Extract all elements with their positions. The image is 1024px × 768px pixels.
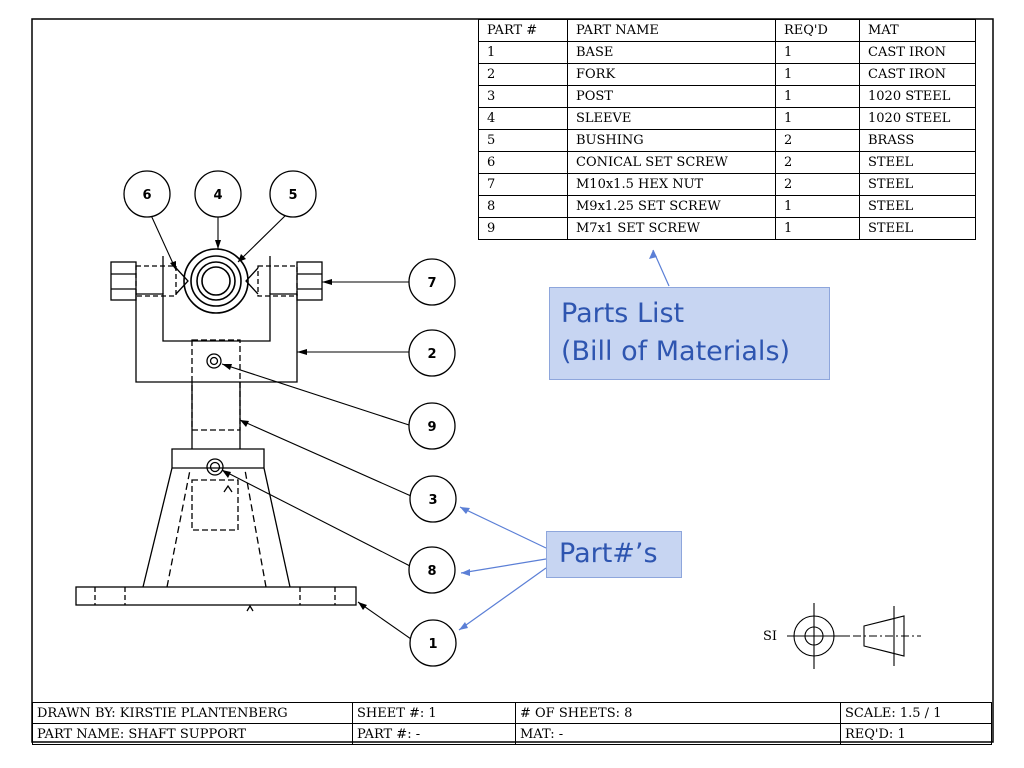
sheet-number: SHEET #: 1 (352, 702, 516, 724)
svg-text:2: 2 (427, 347, 436, 362)
header-part-num: PART # (478, 19, 568, 42)
svg-text:6: 6 (142, 188, 151, 203)
balloon-6: 6 (123, 170, 171, 218)
cell-mat: STEEL (859, 195, 976, 218)
cell-part-num: 9 (478, 217, 568, 240)
cell-reqd: 2 (775, 173, 860, 196)
title-block-row: PART NAME: SHAFT SUPPORT PART #: - MAT: … (32, 723, 992, 745)
cell-part-num: 1 (478, 41, 568, 64)
cell-part-name: M9x1.25 SET SCREW (567, 195, 776, 218)
svg-text:8: 8 (427, 564, 436, 579)
svg-text:3: 3 (428, 493, 437, 508)
cell-part-num: 7 (478, 173, 568, 196)
cell-mat: STEEL (859, 217, 976, 240)
balloon-2: 2 (408, 329, 456, 377)
part-number: PART #: - (352, 723, 516, 745)
svg-text:SI: SI (763, 629, 777, 644)
cell-reqd: 1 (775, 195, 860, 218)
part-numbers-callout-text: Part#’s (559, 538, 658, 569)
cell-mat: STEEL (859, 151, 976, 174)
svg-text:4: 4 (213, 188, 222, 203)
title-block: DRAWN BY: KIRSTIE PLANTENBERG SHEET #: 1… (32, 702, 992, 745)
table-header-row: PART # PART NAME REQ'D MAT (478, 19, 976, 42)
part-numbers-callout: Part#’s (546, 531, 682, 578)
cell-part-name: M10x1.5 HEX NUT (567, 173, 776, 196)
parts-list-callout-line2: (Bill of Materials) (561, 336, 791, 367)
header-reqd: REQ'D (775, 19, 860, 42)
cell-reqd: 1 (775, 107, 860, 130)
cell-part-num: 6 (478, 151, 568, 174)
hex-nuts (110, 261, 323, 301)
scale: SCALE: 1.5 / 1 (840, 702, 992, 724)
parts-list-callout-line1: Parts List (561, 298, 685, 329)
cell-reqd: 1 (775, 41, 860, 64)
drawn-by: DRAWN BY: KIRSTIE PLANTENBERG (32, 702, 353, 724)
cell-part-num: 4 (478, 107, 568, 130)
cell-part-name: SLEEVE (567, 107, 776, 130)
cell-part-name: M7x1 SET SCREW (567, 217, 776, 240)
header-part-name: PART NAME (567, 19, 776, 42)
base-pedestal (142, 448, 291, 588)
cell-part-num: 2 (478, 63, 568, 86)
title-block-row: DRAWN BY: KIRSTIE PLANTENBERG SHEET #: 1… (32, 702, 992, 724)
cell-part-num: 3 (478, 85, 568, 108)
cell-part-name: FORK (567, 63, 776, 86)
cell-mat: CAST IRON (859, 63, 976, 86)
required-quantity: REQ'D: 1 (840, 723, 992, 745)
balloon-9: 9 (408, 402, 456, 450)
cell-mat: STEEL (859, 173, 976, 196)
svg-text:5: 5 (288, 188, 297, 203)
parts-list-callout: Parts List (Bill of Materials) (549, 287, 830, 380)
cell-reqd: 1 (775, 217, 860, 240)
fork (135, 256, 298, 383)
cell-part-num: 8 (478, 195, 568, 218)
cell-part-name: BUSHING (567, 129, 776, 152)
cell-part-name: POST (567, 85, 776, 108)
cell-mat: 1020 STEEL (859, 85, 976, 108)
sleeve-bushing (183, 248, 249, 314)
cell-reqd: 2 (775, 129, 860, 152)
leader-arrowheads (170, 240, 367, 610)
svg-text:1: 1 (428, 637, 437, 652)
svg-text:7: 7 (427, 276, 436, 291)
balloon-4: 4 (194, 170, 242, 218)
cell-reqd: 1 (775, 63, 860, 86)
cell-part-name: BASE (567, 41, 776, 64)
base-plate (75, 586, 357, 612)
balloon-8: 8 (408, 546, 456, 594)
balloon-7: 7 (408, 258, 456, 306)
cell-mat: BRASS (859, 129, 976, 152)
cell-reqd: 2 (775, 151, 860, 174)
cell-reqd: 1 (775, 85, 860, 108)
cell-part-name: CONICAL SET SCREW (567, 151, 776, 174)
leader-lines (149, 212, 412, 640)
balloon-3: 3 (409, 475, 457, 523)
cell-mat: 1020 STEEL (859, 107, 976, 130)
material: MAT: - (515, 723, 841, 745)
part-name: PART NAME: SHAFT SUPPORT (32, 723, 353, 745)
post (191, 339, 241, 449)
number-of-sheets: # OF SHEETS: 8 (515, 702, 841, 724)
svg-text:9: 9 (427, 420, 436, 435)
balloon-5: 5 (269, 170, 317, 218)
header-mat: MAT (859, 19, 976, 42)
projection-symbol: SI (763, 603, 921, 669)
callout-arrows (458, 249, 670, 631)
balloon-1: 1 (409, 619, 457, 667)
cell-mat: CAST IRON (859, 41, 976, 64)
cell-part-num: 5 (478, 129, 568, 152)
